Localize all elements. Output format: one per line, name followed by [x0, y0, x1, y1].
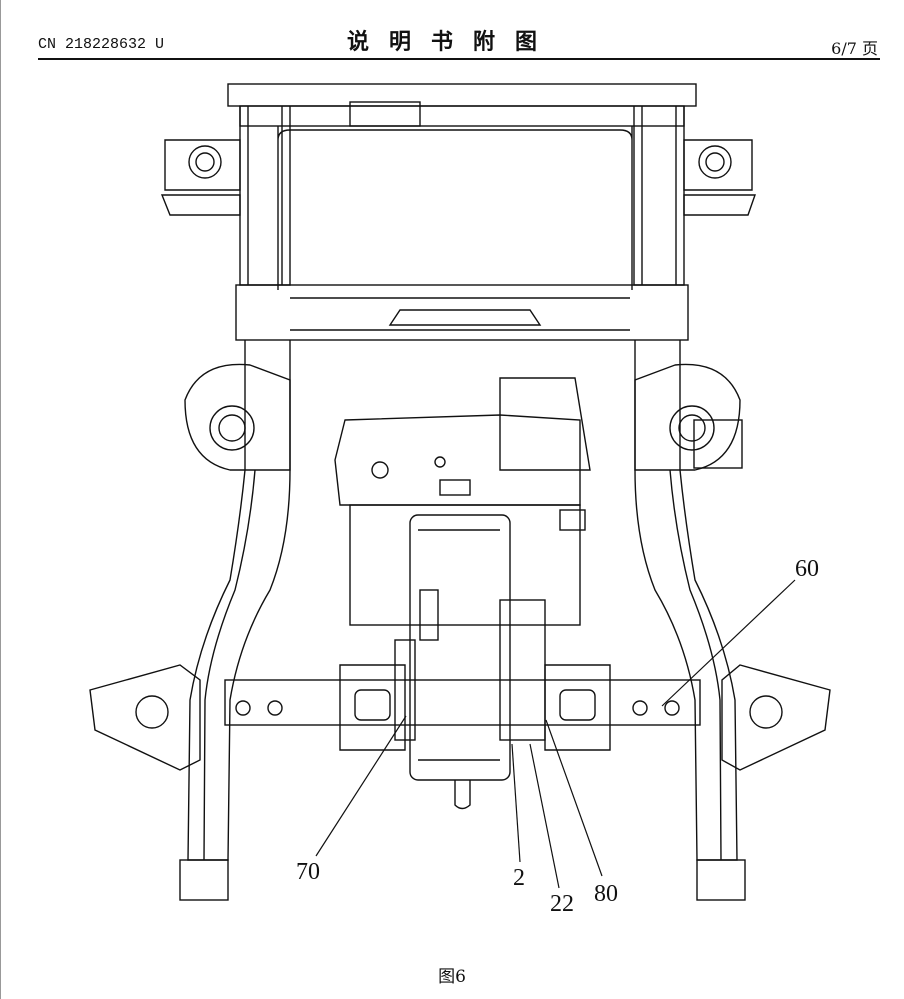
page-edge: [0, 0, 1, 999]
header-rule: [38, 58, 880, 60]
page-number: 6/7 页: [831, 39, 878, 58]
upper-mounts: [160, 139, 756, 216]
rear-crossmember: [89, 664, 831, 771]
middle-crossmember: [235, 284, 689, 341]
ref-label-80: 80: [594, 881, 618, 907]
right-side-rail: [633, 106, 746, 901]
ref-label-2: 2: [513, 865, 525, 891]
figure-caption: 图6: [438, 967, 466, 987]
drive-unit: [334, 377, 591, 810]
left-side-rail: [179, 106, 291, 901]
ref-label-70: 70: [296, 859, 320, 885]
leader-lines: [315, 579, 796, 889]
ref-label-60: 60: [795, 556, 819, 582]
top-crossmember: [227, 83, 697, 290]
bushing-towers: [184, 363, 743, 471]
patent-number: CN 218228632 U: [38, 36, 165, 53]
page-heading: 说明书附图: [346, 30, 557, 55]
ref-label-22: 22: [550, 891, 574, 917]
